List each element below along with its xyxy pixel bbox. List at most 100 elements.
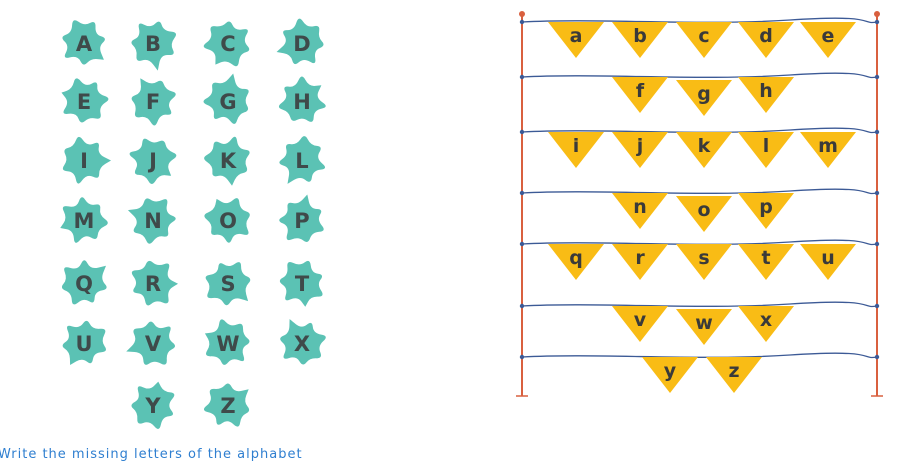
flag-shape <box>800 22 856 58</box>
flag-letter: d <box>759 25 773 47</box>
bunting-flag-u: u <box>800 244 856 280</box>
blob-shape <box>62 320 107 365</box>
blob-letter: Y <box>144 394 161 418</box>
blob-shape <box>279 136 326 184</box>
flag-shape <box>738 132 794 168</box>
caption: Write the missing letters of the alphabe… <box>0 447 303 462</box>
blob-letter: T <box>295 272 310 296</box>
string-knot <box>874 241 880 247</box>
flag-shape <box>738 22 794 58</box>
letter-blob-f: F <box>131 78 176 126</box>
flag-shape <box>612 306 668 342</box>
flag-shape <box>676 22 732 58</box>
bunting-string <box>521 352 878 359</box>
blob-shape <box>278 76 326 122</box>
flag-letter: m <box>818 135 838 157</box>
string-knot <box>519 354 525 360</box>
letter-blob-i: I <box>62 136 111 184</box>
blob-letter: O <box>219 209 237 233</box>
blob-shape <box>204 136 250 186</box>
flag-shape <box>676 132 732 168</box>
blob-shape <box>203 21 250 67</box>
blob-shape <box>131 78 176 126</box>
flag-shape <box>676 196 732 232</box>
bunting-flag-f: f <box>612 77 668 113</box>
string-knot <box>519 19 525 25</box>
blob-letter: K <box>220 149 237 173</box>
blob-letter: I <box>80 149 88 173</box>
blob-letter: F <box>146 90 160 114</box>
flag-shape <box>800 244 856 280</box>
letter-blob-y: Y <box>131 381 175 429</box>
flag-shape <box>738 244 794 280</box>
blob-letter: H <box>293 90 311 114</box>
bunting-flag-z: z <box>706 357 762 393</box>
letter-blob-d: D <box>276 18 324 65</box>
bunting-flag-p: p <box>738 193 794 229</box>
bunting-flag-a: a <box>548 22 604 58</box>
blob-letter: C <box>220 32 235 56</box>
bunting-flag-w: w <box>676 309 732 345</box>
blob-letter: Z <box>220 394 235 418</box>
blob-shape <box>280 319 326 365</box>
letter-blob-q: Q <box>61 260 107 305</box>
blob-letter: J <box>147 149 157 173</box>
bunting-string <box>521 239 878 246</box>
string-knot <box>874 190 880 196</box>
bunting-flag-s: s <box>676 244 732 280</box>
flag-shape <box>738 193 794 229</box>
bunting-flag-q: q <box>548 244 604 280</box>
flag-letter: c <box>698 25 709 47</box>
blob-letter: P <box>294 209 309 233</box>
flag-letter: r <box>635 247 645 269</box>
flag-letter: u <box>821 247 835 269</box>
flag-letter: f <box>636 80 645 102</box>
letter-blob-x: X <box>280 319 326 365</box>
flag-shape <box>738 77 794 113</box>
blob-shape <box>61 78 109 123</box>
bunting-flag-c: c <box>676 22 732 58</box>
flag-shape <box>548 244 604 280</box>
blob-letter: S <box>220 272 235 296</box>
flag-letter: n <box>633 196 647 218</box>
flag-shape <box>612 22 668 58</box>
bunting-flag-h: h <box>738 77 794 113</box>
flag-shape <box>676 244 732 280</box>
string-knot <box>519 190 525 196</box>
flag-shape <box>706 357 762 393</box>
bunting-string <box>521 17 878 24</box>
bunting-flag-i: i <box>548 132 604 168</box>
bunting-flag-b: b <box>612 22 668 58</box>
blob-shape <box>276 18 324 65</box>
blob-letter: M <box>74 209 95 233</box>
letter-blob-o: O <box>204 198 250 243</box>
blob-letter: X <box>294 332 310 356</box>
flag-shape <box>738 306 794 342</box>
letter-blob-j: J <box>129 138 177 184</box>
bunting-flag-x: x <box>738 306 794 342</box>
right-pole-cap <box>874 11 880 17</box>
letter-blob-a: A <box>62 20 105 65</box>
blob-shape <box>62 20 105 65</box>
blob-letter: A <box>76 32 93 56</box>
bunting-flag-t: t <box>738 244 794 280</box>
letter-blob-b: B <box>131 21 177 71</box>
bunting-string <box>521 127 878 134</box>
flag-letter: h <box>759 80 773 102</box>
blob-letter: B <box>145 32 161 56</box>
flag-letter: a <box>570 25 583 47</box>
bunting-flag-v: v <box>612 306 668 342</box>
string-knot <box>519 74 525 80</box>
flag-shape <box>612 132 668 168</box>
blob-shape <box>204 319 250 365</box>
flag-letter: k <box>698 135 711 157</box>
left-pole-cap <box>519 11 525 17</box>
flag-shape <box>612 77 668 113</box>
bunting-flag-m: m <box>800 132 856 168</box>
blob-letter: G <box>219 90 236 114</box>
letter-blob-g: G <box>203 73 249 124</box>
flag-letter: s <box>698 247 709 269</box>
blob-shape <box>126 321 176 365</box>
